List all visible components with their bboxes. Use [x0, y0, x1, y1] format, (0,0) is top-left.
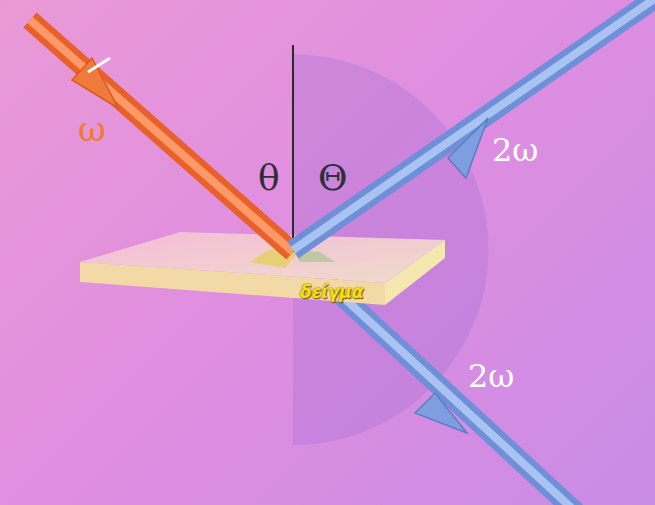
- transmitted-beam: [330, 285, 590, 505]
- frequency-label: 2ω: [468, 360, 514, 392]
- frequency-label: 2ω: [492, 134, 538, 166]
- frequency-label: ω: [78, 112, 106, 146]
- sample-label: δείγμα: [300, 282, 364, 302]
- reflected-beam: [293, 0, 655, 250]
- sample-label-box: δείγμα: [300, 282, 364, 302]
- incident-beam: [30, 20, 293, 252]
- surface-normal: [292, 45, 294, 252]
- sample-slab: [80, 232, 445, 305]
- angle-label: Θ: [318, 160, 348, 196]
- angle-label: θ: [258, 160, 280, 196]
